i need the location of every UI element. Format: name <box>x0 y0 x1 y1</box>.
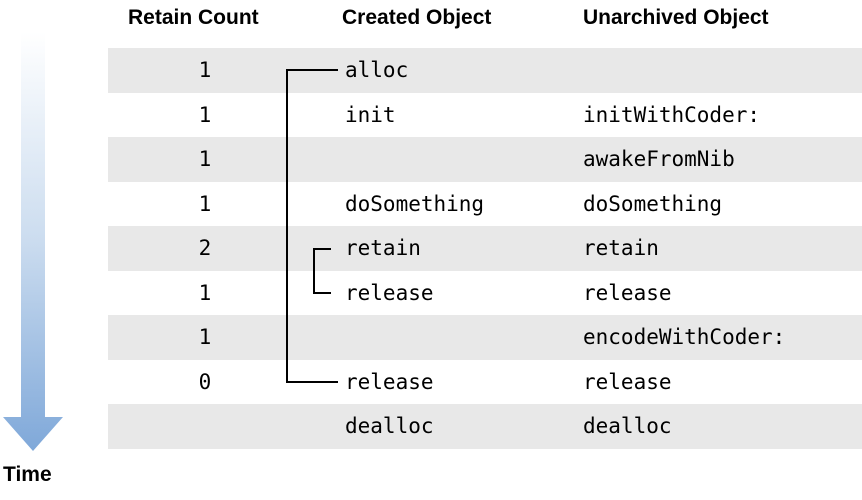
unarchived-object-value: release <box>583 369 672 394</box>
time-down-arrow-icon <box>3 32 63 451</box>
created-object-value: dealloc <box>345 414 434 439</box>
header-retain-count: Retain Count <box>128 6 259 29</box>
created-object-value: init <box>345 102 396 127</box>
header-created-object: Created Object <box>342 6 492 29</box>
retain-count-value: 1 <box>198 280 212 305</box>
created-object-value: alloc <box>345 58 409 83</box>
bracket-inner-bottom-line <box>313 292 331 294</box>
created-object-value: retain <box>345 236 421 261</box>
retain-count-value: 1 <box>198 147 212 172</box>
unarchived-object-value: retain <box>583 236 659 261</box>
unarchived-object-value: doSomething <box>583 191 723 216</box>
table-row: 0 release release <box>108 360 862 405</box>
unarchived-object-value: dealloc <box>583 414 672 439</box>
bracket-inner-vertical-line <box>313 247 315 294</box>
created-object-value: doSomething <box>345 191 485 216</box>
table-row: 1 init initWithCoder: <box>108 93 862 138</box>
table-row: 1 doSomething doSomething <box>108 182 862 227</box>
unarchived-object-value: initWithCoder: <box>583 102 761 127</box>
bracket-inner-top-line <box>313 247 331 250</box>
retain-count-value <box>182 404 228 449</box>
table-row: 1 alloc <box>108 48 862 93</box>
bracket-outer-vertical-line <box>286 68 288 383</box>
retain-count-value: 1 <box>198 102 212 127</box>
unarchived-object-value: release <box>583 280 672 305</box>
table-row: 1 release release <box>108 271 862 316</box>
bracket-outer-top-line <box>286 68 338 71</box>
retain-count-value: 0 <box>198 369 212 394</box>
bracket-outer-bottom-line <box>286 381 338 383</box>
retain-count-value: 1 <box>198 58 212 83</box>
retain-count-value: 2 <box>198 236 212 261</box>
retain-count-value: 1 <box>198 191 212 216</box>
header-unarchived-object: Unarchived Object <box>583 6 769 29</box>
table-row: 1 encodeWithCoder: <box>108 315 862 360</box>
unarchived-object-value: encodeWithCoder: <box>583 325 786 350</box>
unarchived-object-value: awakeFromNib <box>583 147 735 172</box>
created-object-value: release <box>345 369 434 394</box>
created-object-value: release <box>345 280 434 305</box>
table-row: 1 awakeFromNib <box>108 137 862 182</box>
retain-count-value: 1 <box>198 325 212 350</box>
table-row: dealloc dealloc <box>108 404 862 449</box>
table-row: 2 retain retain <box>108 226 862 271</box>
time-axis-label: Time <box>3 463 52 486</box>
